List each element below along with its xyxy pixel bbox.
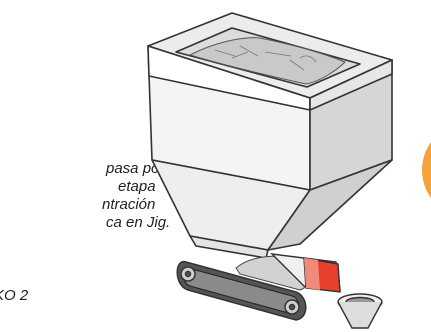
orange-accent-circle: [422, 122, 431, 218]
hopper-box: [148, 13, 392, 190]
collection-funnel: [338, 294, 382, 328]
